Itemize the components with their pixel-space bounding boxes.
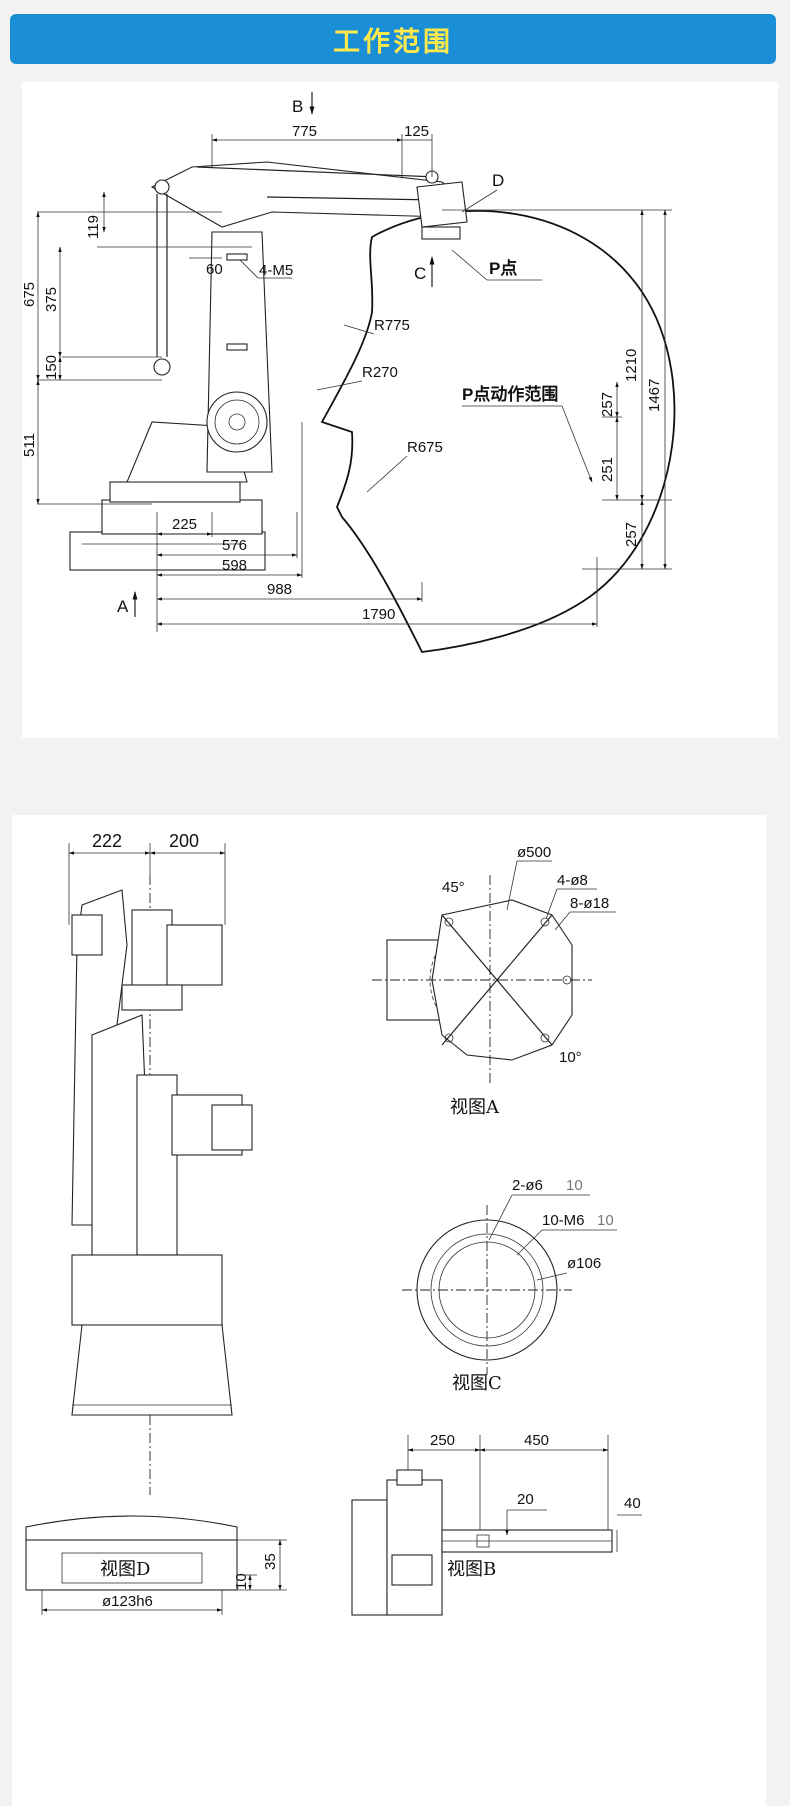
view-marker-a: A [117, 597, 129, 616]
view-d: 35 10 ø123h6 视图D [25, 1515, 287, 1615]
view-a-angle45: 45° [442, 879, 465, 896]
view-d-caption-text: 视图D [100, 1559, 151, 1580]
dim-576: 576 [222, 537, 247, 554]
dim-1210: 1210 [623, 349, 640, 382]
view-b-d20: 20 [517, 1491, 534, 1508]
view-c-holes-2: 2-ø6 [512, 1177, 543, 1194]
dim-775: 775 [292, 123, 317, 140]
p-point-label: P点 [489, 258, 517, 278]
view-a-holes-4: 4-ø8 [557, 872, 588, 889]
view-a-d500: ø500 [517, 844, 551, 861]
banner-title: 工作范围 [333, 26, 453, 58]
dim-60: 60 [206, 261, 223, 278]
view-b-d250: 250 [430, 1432, 455, 1449]
view-c-depth-10: 10 [597, 1212, 614, 1229]
view-marker-b: B [292, 97, 303, 116]
robot-arm [150, 161, 468, 376]
view-a-angle10: 10° [559, 1049, 582, 1066]
dim-222: 222 [92, 831, 122, 851]
views-panel: 222 200 ø500 45° 4-ø8 8-ø [12, 815, 766, 1806]
view-d-d35: 35 [262, 1553, 279, 1570]
view-b-caption-text: 视图B [447, 1559, 497, 1580]
view-a-caption: 视图A [450, 1097, 500, 1118]
dim-1467: 1467 [646, 379, 663, 412]
dim-598: 598 [222, 557, 247, 574]
views-drawing: 222 200 ø500 45° 4-ø8 8-ø [25, 831, 642, 1616]
title-banner: 工作范围 [10, 14, 776, 64]
dim-200: 200 [169, 831, 199, 851]
view-c-holes-10: 10-M6 [542, 1212, 585, 1229]
radius-r775: R775 [374, 317, 410, 334]
dim-1790: 1790 [362, 606, 395, 623]
dim-225: 225 [172, 516, 197, 533]
view-d-d10: 10 [233, 1573, 250, 1590]
dim-988: 988 [267, 581, 292, 598]
side-view: 222 200 [68, 831, 253, 1495]
view-b: 250 450 20 40 视图B [351, 1432, 642, 1616]
robot-base [69, 421, 266, 571]
radius-r675: R675 [407, 439, 443, 456]
dim-251: 251 [599, 457, 616, 482]
work-envelope [320, 210, 676, 653]
robot-column [206, 185, 273, 473]
view-b-d40: 40 [624, 1495, 641, 1512]
dim-511: 511 [22, 433, 38, 457]
view-b-d450: 450 [524, 1432, 549, 1449]
view-a: ø500 45° 4-ø8 8-ø18 10° 视图A [372, 844, 616, 1118]
view-marker-c: C [414, 264, 426, 283]
view-d-d123: ø123h6 [102, 1593, 153, 1610]
dim-675: 675 [22, 282, 38, 307]
radius-r270: R270 [362, 364, 398, 381]
view-c-depth-2: 10 [566, 1177, 583, 1194]
dim-257-lower: 257 [623, 522, 640, 547]
dim-257-upper: 257 [599, 392, 616, 417]
view-c: 2-ø6 10 10-M6 10 ø106 视图C [402, 1177, 617, 1394]
working-range-drawing: B C A D P点 P点动作范围 4-M5 R775 R270 R675 77… [22, 92, 676, 653]
view-c-caption: 视图C [452, 1373, 502, 1394]
dim-375: 375 [43, 287, 60, 312]
dim-125: 125 [404, 123, 429, 140]
dim-119: 119 [85, 215, 102, 239]
hole-label-4m5: 4-M5 [259, 262, 293, 279]
dim-150: 150 [43, 355, 60, 380]
view-c-d106: ø106 [567, 1255, 601, 1272]
view-a-holes-8: 8-ø18 [570, 895, 609, 912]
p-range-label: P点动作范围 [462, 384, 558, 404]
working-range-panel: B C A D P点 P点动作范围 4-M5 R775 R270 R675 77… [22, 82, 778, 738]
view-marker-d: D [492, 171, 504, 190]
